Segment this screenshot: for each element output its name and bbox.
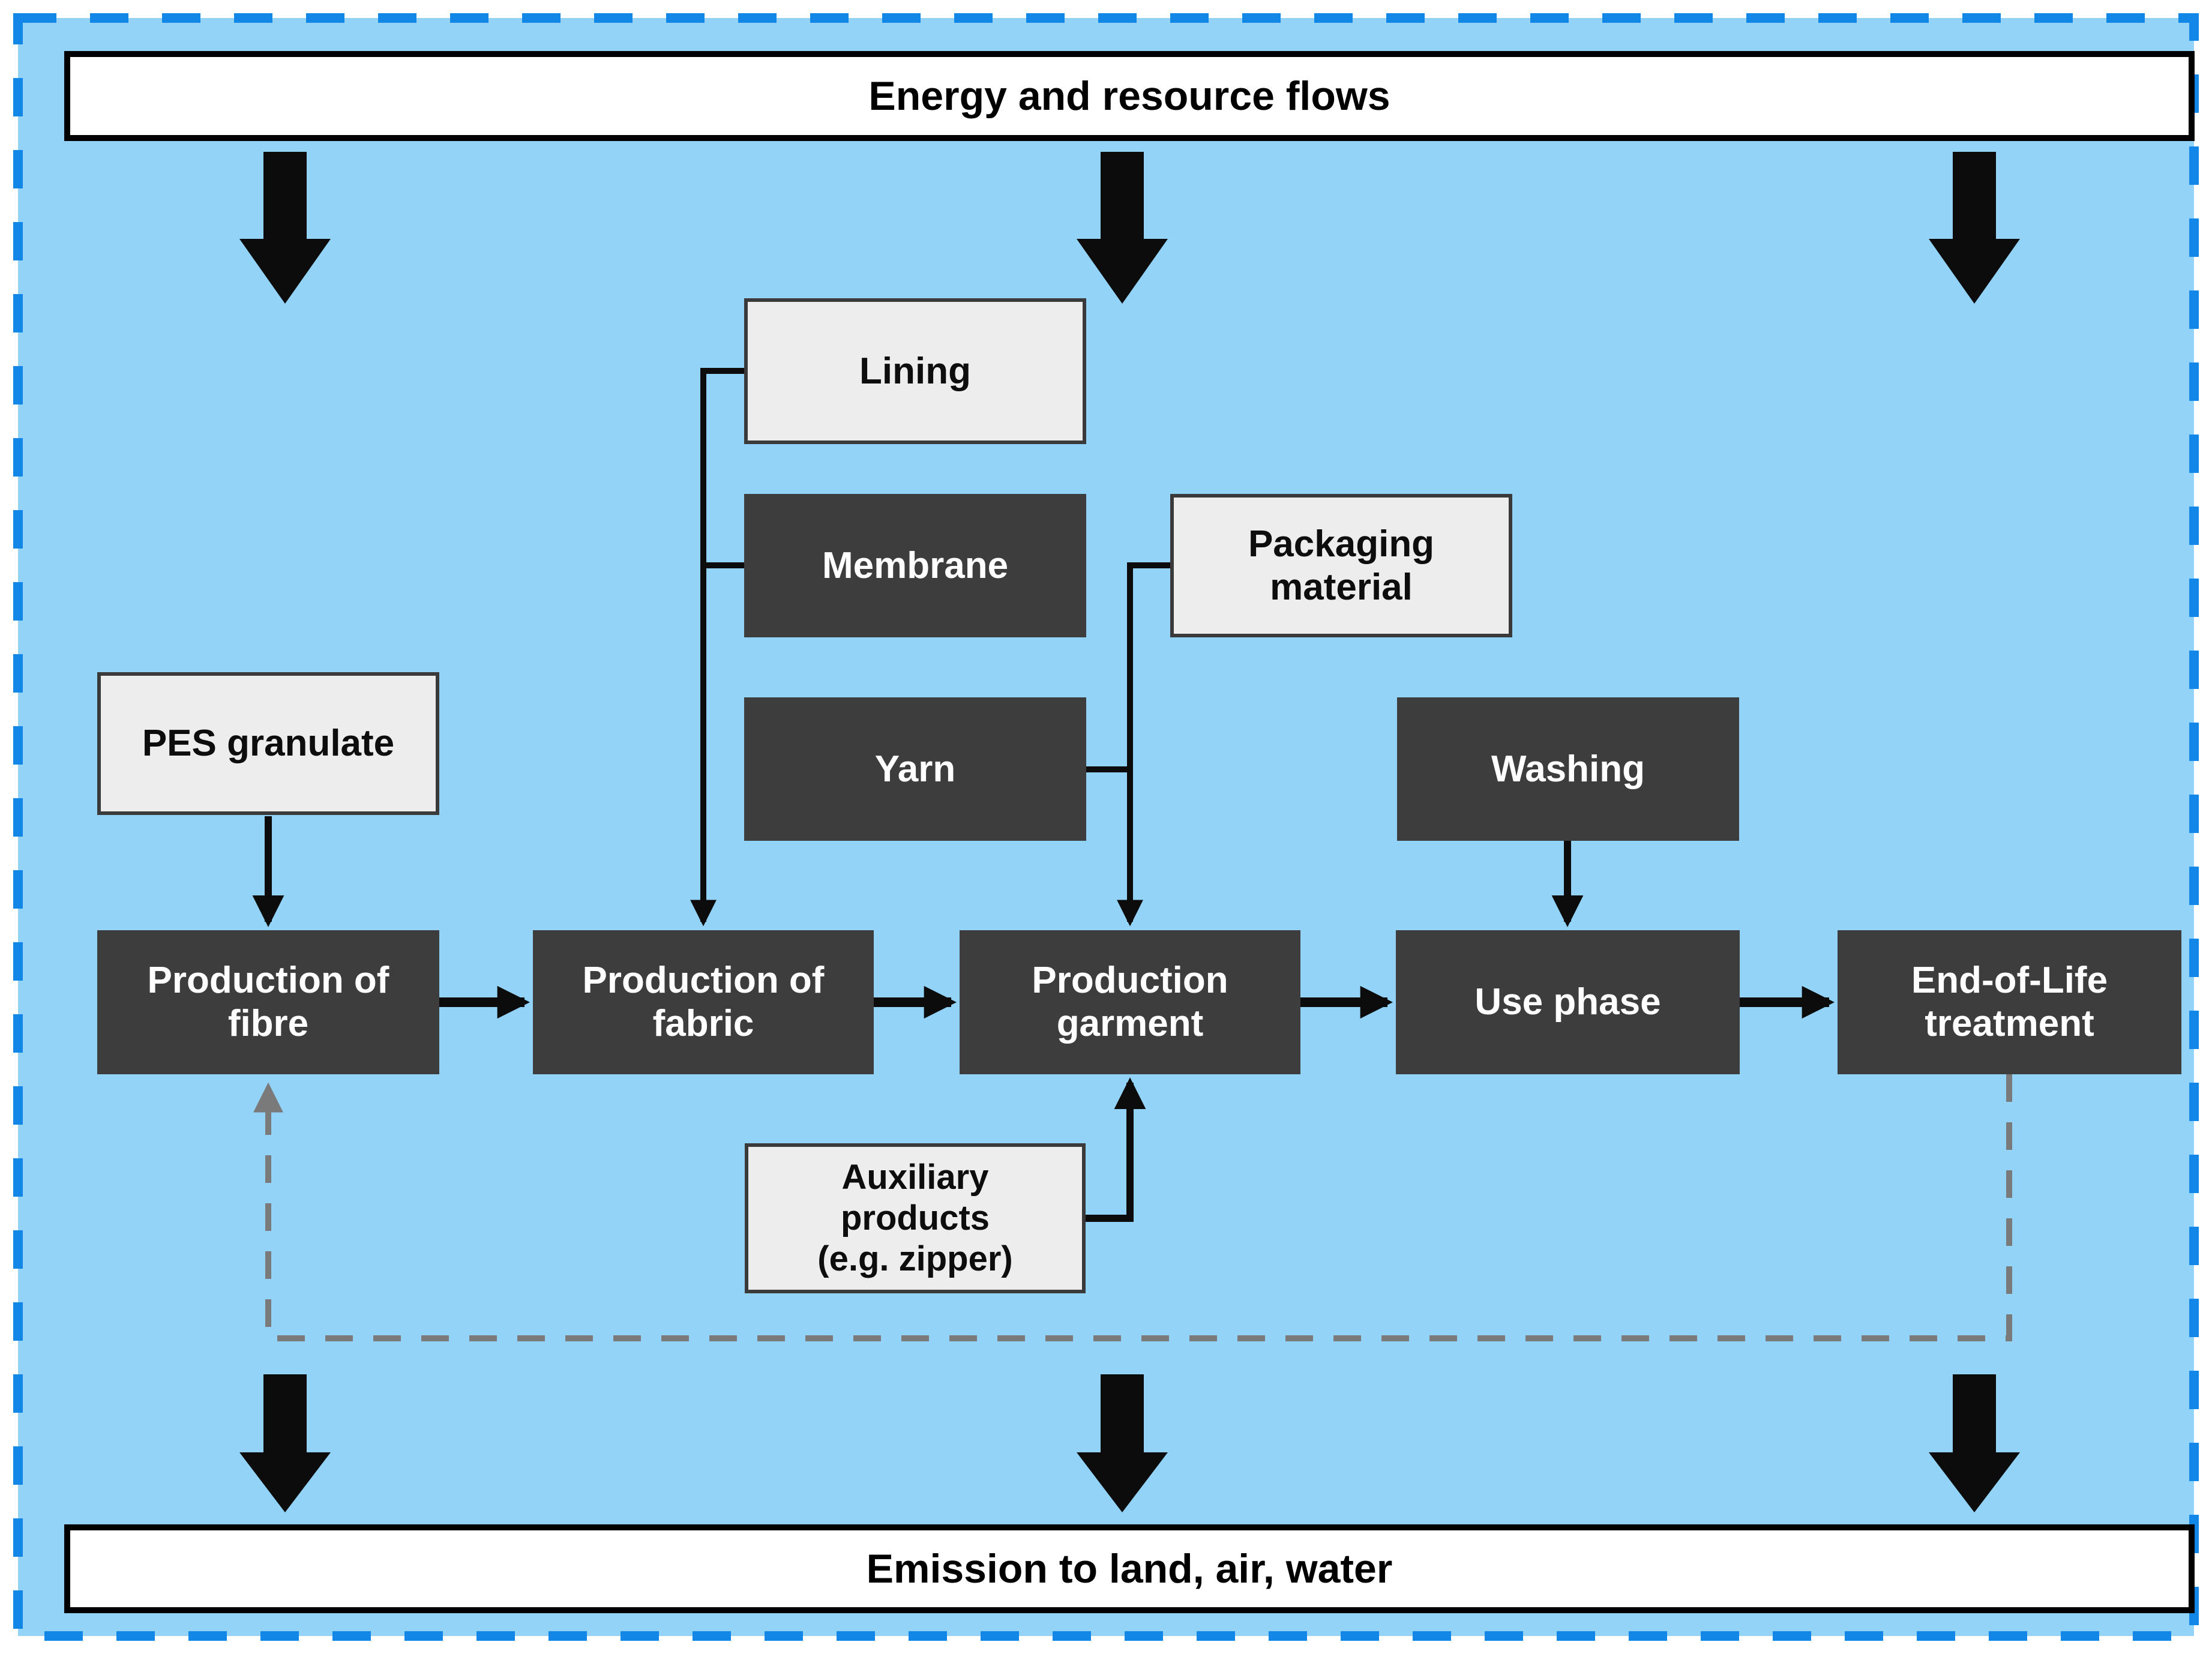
node-membrane: Membrane bbox=[744, 494, 1086, 637]
emission-flow-arrow-left-icon bbox=[239, 1374, 331, 1512]
node-pes-granulate: PES granulate bbox=[97, 672, 439, 815]
system-boundary-background bbox=[18, 18, 2194, 1636]
emission-banner: Emission to land, air, water bbox=[64, 1524, 2195, 1613]
emission-flow-arrow-right-icon bbox=[1929, 1374, 2020, 1512]
node-washing: Washing bbox=[1397, 697, 1739, 841]
node-packaging-material: Packaging material bbox=[1170, 494, 1512, 637]
system-boundary-dashed-frame bbox=[13, 13, 2199, 1641]
arrow-auxiliary-to-garment bbox=[1086, 1077, 1146, 1222]
node-auxiliary-products: Auxiliary products (e.g. zipper) bbox=[745, 1143, 1086, 1293]
input-flow-arrow-left-icon bbox=[239, 152, 331, 304]
node-production-garment: Production garment bbox=[960, 930, 1300, 1074]
node-lining: Lining bbox=[744, 298, 1086, 444]
node-end-of-life-treatment: End-of-Life treatment bbox=[1838, 930, 2181, 1074]
node-production-of-fibre: Production of fibre bbox=[97, 930, 439, 1074]
recycle-loop-dashed-arrow bbox=[253, 1074, 2012, 1341]
node-yarn: Yarn bbox=[744, 697, 1086, 841]
input-flow-arrow-center-icon bbox=[1077, 152, 1168, 304]
emission-flow-arrow-center-icon bbox=[1077, 1374, 1168, 1512]
node-use-phase: Use phase bbox=[1396, 930, 1740, 1074]
connector-lining-to-fabric bbox=[690, 368, 744, 927]
energy-resource-flows-banner: Energy and resource flows bbox=[64, 51, 2195, 141]
node-production-of-fabric: Production of fabric bbox=[533, 930, 874, 1074]
input-flow-arrow-right-icon bbox=[1929, 152, 2020, 304]
connector-packaging-to-garment bbox=[1116, 562, 1170, 927]
